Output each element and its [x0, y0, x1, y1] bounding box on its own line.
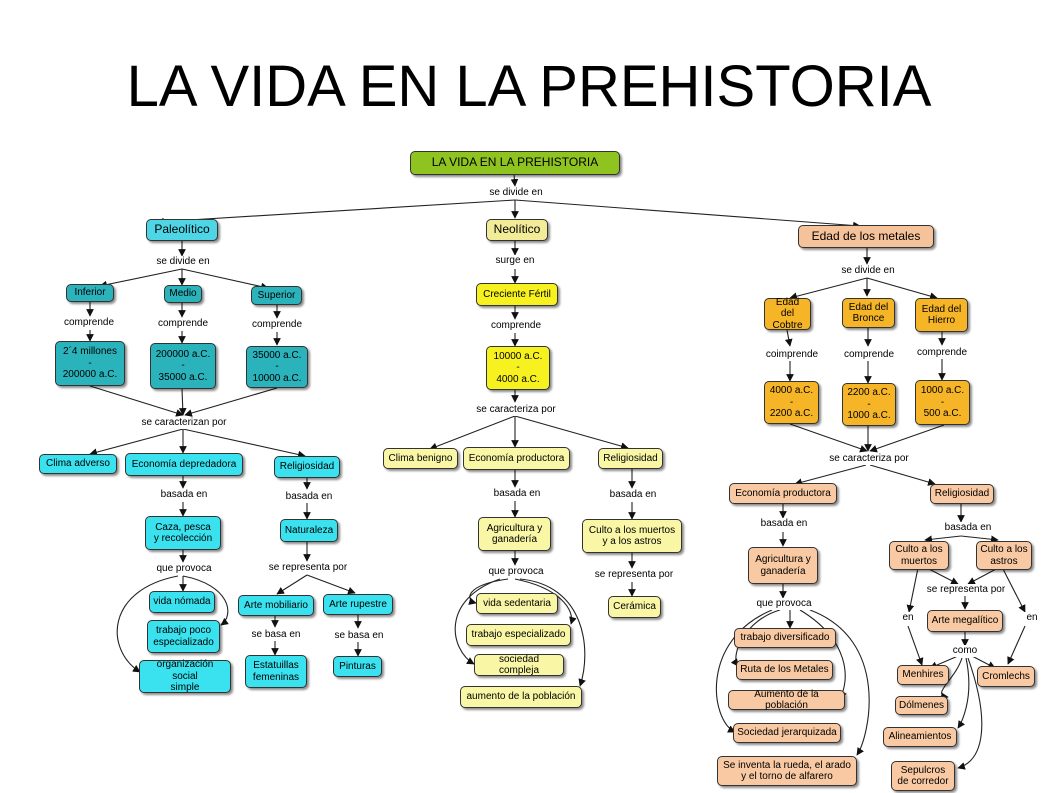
culto-muertos-astros-node[interactable]: Culto a los muertos y a los astros	[582, 519, 682, 553]
link-label-basada-en: basada en	[489, 488, 545, 500]
arte-rupestre-node[interactable]: Arte rupestre	[323, 594, 393, 615]
religiosidad-paleo-node[interactable]: Religiosidad	[274, 456, 340, 478]
economia-productora-neo-node[interactable]: Economía productora	[463, 447, 570, 470]
superior-date-node[interactable]: 35000 a.C. - 10000 a.C.	[246, 346, 308, 388]
sociedad-compleja-node[interactable]: sociedad compleja	[474, 654, 564, 676]
superior-node[interactable]: Superior	[251, 286, 302, 305]
alineamientos-node[interactable]: Alineamientos	[883, 727, 957, 747]
link-label-comprende: comprende	[913, 347, 971, 359]
medio-date-node[interactable]: 200000 a.C. - 35000 a.C.	[150, 343, 216, 389]
menhires-node[interactable]: Menhires	[897, 665, 949, 685]
link-label-como: como	[950, 645, 980, 657]
medio-node[interactable]: Medio	[164, 285, 202, 303]
link-label-se-basa-en: se basa en	[248, 629, 304, 641]
organizacion-social-node[interactable]: organización social simple	[139, 659, 231, 693]
root-concept-node[interactable]: LA VIDA EN LA PREHISTORIA	[410, 151, 620, 175]
bronce-date-node[interactable]: 2200 a.C. - 1000 a.C.	[842, 383, 896, 426]
pinturas-node[interactable]: Pinturas	[333, 656, 382, 677]
inferior-date-node[interactable]: 2´4 millones - 200000 a.C.	[55, 341, 125, 386]
edad-cobre-node[interactable]: Edad del Cobtre	[764, 297, 811, 331]
clima-adverso-node[interactable]: Clima adverso	[39, 454, 117, 474]
edad-hierro-node[interactable]: Edad del Hierro	[915, 298, 968, 332]
link-label-se-caracterizan-por: se caracterizan por	[138, 417, 230, 429]
link-label-comprende: comprende	[840, 349, 898, 361]
economia-depredadora-node[interactable]: Economía depredadora	[125, 453, 243, 476]
arte-mobiliario-node[interactable]: Arte mobiliario	[238, 595, 314, 616]
link-label-se-divide-en: se divide en	[486, 187, 546, 199]
sepulcros-corredor-node[interactable]: Sepulcros de corredor	[891, 761, 955, 791]
inferior-node[interactable]: Inferior	[66, 284, 114, 302]
link-label-se-caracteriza-por: se caracteriza por	[826, 453, 912, 465]
hierro-date-node[interactable]: 1000 a.C. - 500 a.C.	[915, 380, 970, 425]
link-label-se-representa-por: se representa por	[590, 569, 678, 581]
dolmenes-node[interactable]: Dólmenes	[895, 696, 948, 715]
link-label-se-representa-por: se representa por	[924, 584, 1008, 596]
ceramica-node[interactable]: Cerámica	[608, 596, 661, 618]
neolitico-date-node[interactable]: 10000 a.C. - 4000 a.C.	[486, 346, 550, 390]
trabajo-poco-especializado-node[interactable]: trabajo poco especializado	[147, 620, 220, 653]
link-label-coimprende: coimprende	[763, 349, 821, 361]
vida-nomada-node[interactable]: vida nómada	[149, 591, 215, 613]
cobre-date-node[interactable]: 4000 a.C. - 2200 a.C.	[764, 381, 819, 424]
link-label-que-provoca: que provoca	[153, 563, 215, 575]
edad-metales-node[interactable]: Edad de los metales	[798, 225, 934, 248]
neolitico-node[interactable]: Neolítico	[486, 219, 548, 241]
paleolitico-node[interactable]: Paleolítico	[146, 219, 218, 241]
agricultura-ganaderia-metal-node[interactable]: Agricultura y ganadería	[748, 547, 818, 584]
sociedad-jerarquizada-node[interactable]: Sociedad jerarquizada	[733, 723, 841, 743]
link-label-se-representa-por: se representa por	[263, 562, 353, 574]
link-label-que-provoca: que provoca	[485, 566, 547, 578]
clima-benigno-node[interactable]: Clima benigno	[383, 448, 458, 469]
economia-productora-metal-node[interactable]: Economía productora	[729, 483, 837, 504]
vida-sedentaria-node[interactable]: vida sedentaria	[476, 593, 558, 614]
link-label-comprende: comprende	[60, 317, 118, 329]
aumento-poblacion-neo-node[interactable]: aumento de la población	[460, 686, 582, 708]
trabajo-diversificado-node[interactable]: trabajo diversificado	[734, 628, 836, 648]
aumento-poblacion-metal-node[interactable]: Aumento de la población	[728, 689, 845, 711]
religiosidad-neo-node[interactable]: Religiosidad	[598, 448, 663, 469]
link-label-comprende: comprende	[155, 318, 211, 330]
slide-title: LA VIDA EN LA PREHISTORIA	[126, 54, 932, 119]
link-label-surge-en: surge en	[492, 255, 538, 267]
link-label-basada-en: basada en	[756, 518, 812, 530]
edad-bronce-node[interactable]: Edad del Bronce	[842, 298, 895, 328]
naturaleza-node[interactable]: Naturaleza	[280, 519, 338, 542]
link-label-basada-en: basada en	[281, 491, 337, 503]
creciente-fertil-node[interactable]: Creciente Fértil	[476, 283, 558, 306]
link-label-se-divide-en: se divide en	[837, 265, 899, 277]
link-label-se-caracteriza-por: se caracteriza por	[473, 404, 559, 416]
trabajo-especializado-node[interactable]: trabajo especializado	[466, 624, 571, 646]
culto-muertos-node[interactable]: Culto a los muertos	[889, 541, 949, 570]
link-label-comprende: comprende	[488, 320, 544, 332]
link-label-basada-en: basada en	[942, 522, 994, 534]
arte-megalitico-node[interactable]: Arte megalítico	[927, 610, 1003, 632]
caza-pesca-node[interactable]: Caza, pesca y recolección	[145, 516, 221, 550]
link-label-se-divide-en: se divide en	[152, 256, 214, 268]
link-label-en: en	[899, 612, 917, 624]
link-label-que-provoca: que provoca	[753, 598, 815, 610]
religiosidad-metal-node[interactable]: Religiosidad	[930, 484, 994, 504]
link-label-basada-en: basada en	[156, 489, 212, 501]
link-label-en: en	[1024, 612, 1040, 624]
link-label-comprende: comprende	[249, 319, 305, 331]
cromlechs-node[interactable]: Cromlechs	[977, 666, 1035, 687]
agricultura-ganaderia-neo-node[interactable]: Agricultura y ganadería	[478, 517, 551, 551]
link-label-se-basa-en: se basa en	[331, 630, 387, 642]
link-label-basada-en: basada en	[605, 489, 661, 501]
culto-astros-node[interactable]: Culto a los astros	[976, 541, 1032, 570]
rueda-arado-torno-node[interactable]: Se inventa la rueda, el arado y el torno…	[717, 756, 857, 786]
estatuillas-femeninas-node[interactable]: Estatuillas femeninas	[245, 655, 307, 688]
ruta-metales-node[interactable]: Ruta de los Metales	[736, 660, 833, 680]
